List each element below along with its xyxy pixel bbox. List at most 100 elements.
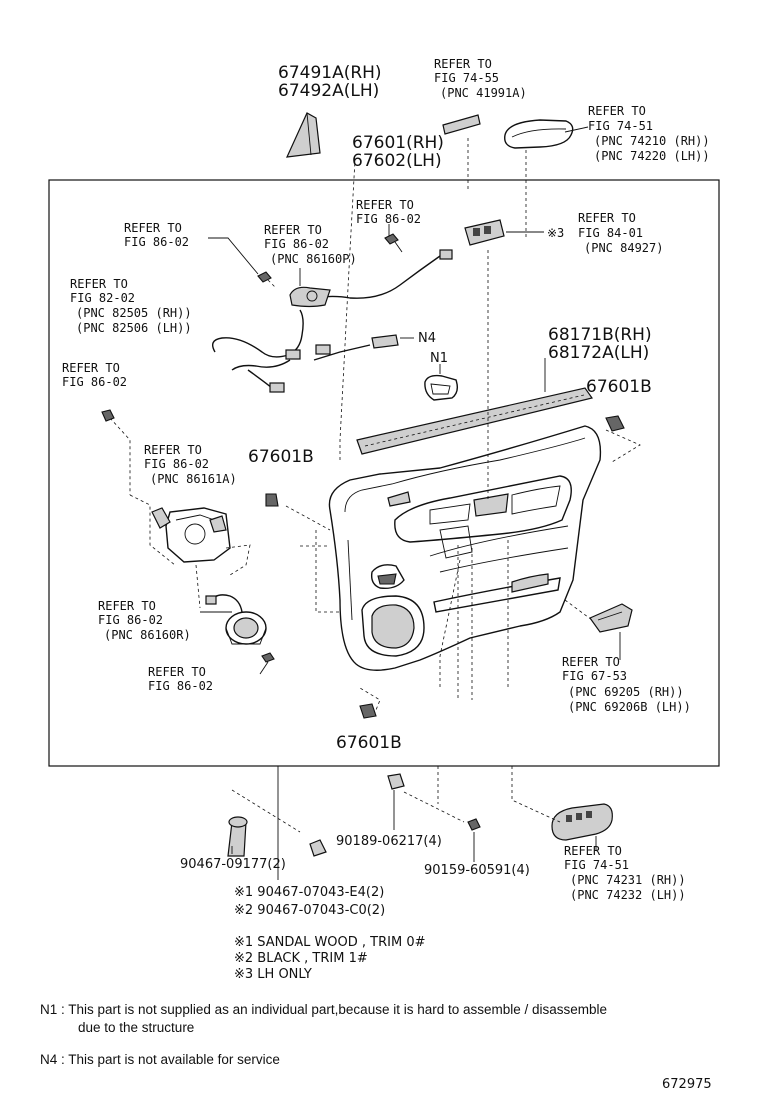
leader bbox=[285, 505, 331, 531]
leader bbox=[339, 159, 356, 460]
reference-label: (PNC 41991A) bbox=[440, 86, 527, 100]
reference-label: (PNC 69205 (RH)) bbox=[568, 685, 684, 699]
leader bbox=[605, 429, 641, 463]
leader bbox=[208, 237, 259, 275]
pull-handle-cover-part bbox=[442, 114, 481, 135]
reference-label: REFER TO bbox=[98, 599, 156, 613]
leader bbox=[225, 544, 251, 576]
reference-label: FIG 84-01 bbox=[578, 226, 643, 240]
belt-moulding-part bbox=[356, 387, 593, 455]
clip-part bbox=[359, 703, 377, 719]
reference-label: (PNC 86161A) bbox=[150, 472, 237, 486]
leader bbox=[231, 789, 301, 833]
leader bbox=[359, 687, 381, 716]
reference-label: FIG 74-55 bbox=[434, 71, 499, 85]
reference-label: REFER TO bbox=[264, 223, 322, 237]
clip-part bbox=[605, 415, 625, 432]
n1-trim-part bbox=[424, 374, 459, 401]
footnote: N4 : This part is not available for serv… bbox=[40, 1052, 280, 1067]
reference-mark: ※3 bbox=[547, 226, 564, 240]
screw-part bbox=[384, 233, 403, 253]
leader bbox=[564, 599, 593, 621]
reference-label: (PNC 74231 (RH)) bbox=[570, 873, 686, 887]
reference-label: REFER TO bbox=[564, 844, 622, 858]
reference-label: FIG 67-53 bbox=[562, 669, 627, 683]
reference-label: (PNC 82505 (RH)) bbox=[76, 306, 192, 320]
leader bbox=[109, 417, 131, 495]
leader bbox=[511, 766, 561, 823]
master-switch-part bbox=[551, 803, 613, 841]
reference-label: FIG 82-02 bbox=[70, 291, 135, 305]
leader bbox=[259, 661, 269, 675]
reference-label: REFER TO bbox=[356, 198, 414, 212]
leader bbox=[403, 791, 465, 823]
part-number-label: 90189-06217(4) bbox=[336, 834, 442, 849]
reference-label: FIG 86-02 bbox=[124, 235, 189, 249]
armrest-pad-part bbox=[504, 119, 574, 149]
part-number-label: 90159-60591(4) bbox=[424, 863, 530, 878]
reference-label: FIG 86-02 bbox=[62, 375, 127, 389]
power-window-switch-part bbox=[464, 219, 505, 246]
reference-label: (PNC 74220 (LH)) bbox=[594, 149, 710, 163]
part-number-label: 90467-09177(2) bbox=[180, 857, 286, 872]
part-number-label: 67492A(LH) bbox=[278, 81, 379, 101]
screw-part bbox=[257, 271, 277, 289]
reference-label: REFER TO bbox=[578, 211, 636, 225]
reference-label: (PNC 74210 (RH)) bbox=[594, 134, 710, 148]
door-pocket-part bbox=[589, 603, 633, 633]
reference-label: REFER TO bbox=[144, 443, 202, 457]
part-number-label: 67601B bbox=[586, 377, 652, 397]
reference-label: FIG 86-02 bbox=[356, 212, 421, 226]
leader bbox=[315, 530, 340, 613]
speaker-part bbox=[205, 594, 267, 645]
part-number-label: 67601(RH) bbox=[352, 133, 444, 153]
reference-label: (PNC 84927) bbox=[584, 241, 663, 255]
reference-label: REFER TO bbox=[62, 361, 120, 375]
reference-label: FIG 86-02 bbox=[148, 679, 213, 693]
reference-label: REFER TO bbox=[70, 277, 128, 291]
bolt-part bbox=[227, 816, 248, 857]
note-tag: N1 bbox=[430, 351, 448, 366]
inner-handle-part bbox=[151, 507, 231, 563]
part-number-label: 67601B bbox=[336, 733, 402, 753]
leader bbox=[195, 564, 201, 609]
figure-id: 672975 bbox=[662, 1077, 712, 1092]
reference-label: (PNC 74232 (LH)) bbox=[570, 888, 686, 902]
reference-label: (PNC 86160R) bbox=[104, 628, 191, 642]
legend-item: ※3 LH ONLY bbox=[234, 967, 312, 982]
part-number-label: 67601B bbox=[248, 447, 314, 467]
reference-label: (PNC 82506 (LH)) bbox=[76, 321, 192, 335]
part-number-label: 68171B(RH) bbox=[548, 325, 652, 345]
screw-part bbox=[467, 818, 481, 831]
triangle-cover-part bbox=[286, 112, 321, 158]
reference-label: FIG 86-02 bbox=[144, 457, 209, 471]
footnote: N1 : This part is not supplied as an ind… bbox=[40, 1002, 607, 1017]
assembly-frame bbox=[48, 179, 720, 767]
wire-harness-part bbox=[212, 249, 453, 393]
reference-label: FIG 74-51 bbox=[588, 119, 653, 133]
door-trim-panel-part bbox=[328, 425, 602, 671]
clip-part bbox=[265, 493, 279, 507]
leader bbox=[439, 559, 461, 690]
reference-label: REFER TO bbox=[434, 57, 492, 71]
note-tag: N4 bbox=[418, 331, 436, 346]
reference-label: REFER TO bbox=[148, 665, 206, 679]
legend-item: ※1 SANDAL WOOD , TRIM 0# bbox=[234, 935, 426, 950]
clip-part bbox=[387, 773, 405, 790]
screw-part bbox=[261, 652, 275, 663]
footnote: due to the structure bbox=[78, 1020, 194, 1035]
part-number-label: 67491A(RH) bbox=[278, 63, 382, 83]
reference-label: (PNC 86160P) bbox=[270, 252, 357, 266]
part-number-label: 67602(LH) bbox=[352, 151, 442, 171]
leader bbox=[129, 494, 176, 566]
reference-label: REFER TO bbox=[588, 104, 646, 118]
reference-label: FIG 86-02 bbox=[98, 613, 163, 627]
reference-label: REFER TO bbox=[562, 655, 620, 669]
reference-label: FIG 86-02 bbox=[264, 237, 329, 251]
leader bbox=[564, 126, 589, 133]
legend-item: ※2 BLACK , TRIM 1# bbox=[234, 951, 368, 966]
reference-label: (PNC 69206B (LH)) bbox=[568, 700, 691, 714]
reference-label: REFER TO bbox=[124, 221, 182, 235]
part-number-label: 68172A(LH) bbox=[548, 343, 649, 363]
